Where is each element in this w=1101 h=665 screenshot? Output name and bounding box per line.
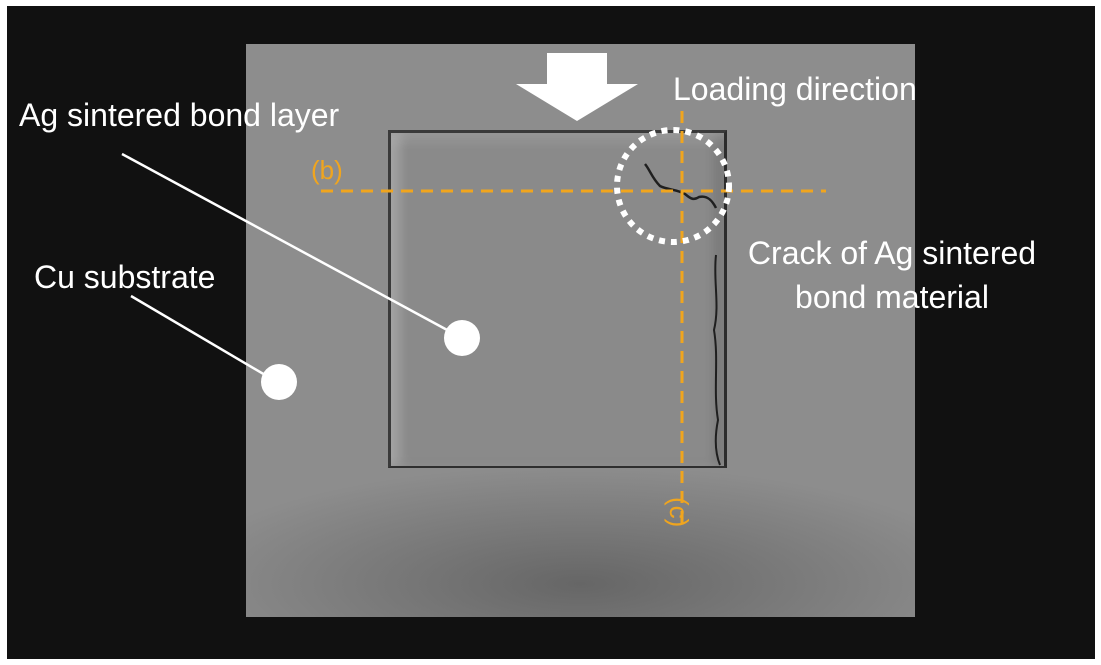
ag-layer-leader-line	[121, 152, 463, 340]
section-c-label: (c)	[664, 497, 694, 528]
cu-substrate-leader-line	[130, 294, 278, 384]
down-arrow-icon	[516, 53, 638, 121]
circle-marker-icon	[261, 364, 297, 400]
ag-bond-layer-region	[388, 130, 727, 468]
crack-label-line-1: Crack of Ag sintered	[747, 235, 1037, 271]
loading-direction-label: Loading direction	[673, 71, 917, 107]
ag-sintered-bond-layer-label: Ag sintered bond layer	[19, 97, 340, 133]
section-b-label: (b)	[311, 155, 343, 185]
dotted-circle-icon	[614, 127, 732, 245]
circle-marker-icon	[444, 320, 480, 356]
edge-crack-path	[712, 254, 721, 466]
crack-path	[644, 163, 718, 209]
crack-label: Crack of Ag sintered bond material	[737, 231, 1047, 319]
cu-substrate-image	[246, 44, 915, 617]
cu-substrate-label: Cu substrate	[34, 259, 216, 295]
crack-label-line-2: bond material	[795, 279, 989, 315]
